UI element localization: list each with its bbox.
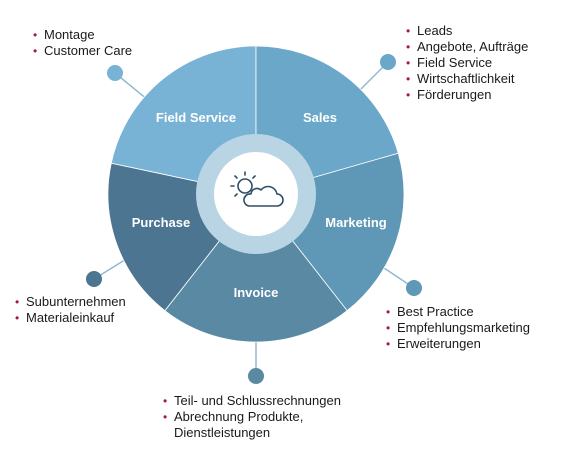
sales-dot (380, 54, 396, 70)
sales-list: Leads Angebote, Aufträge Field Service W… (406, 23, 528, 103)
invoice-label: Invoice (234, 285, 279, 300)
list-item: Angebote, Aufträge (406, 39, 528, 55)
list-item: Empfehlungsmarketing (386, 320, 530, 336)
marketing-label: Marketing (325, 215, 386, 230)
marketing-list: Best Practice Empfehlungsmarketing Erwei… (386, 304, 530, 352)
invoice-segment (164, 193, 348, 343)
list-item: Erweiterungen (386, 336, 530, 352)
list-item: Field Service (406, 55, 528, 71)
list-item: Subunternehmen (15, 294, 126, 310)
invoice-list: Teil- und Schlussrechnungen Abrechnung P… (163, 393, 341, 441)
list-item: Leads (406, 23, 528, 39)
list-item: Förderungen (406, 87, 528, 103)
invoice-dot (248, 368, 264, 384)
list-item: Teil- und Schlussrechnungen (163, 393, 341, 409)
list-item: Montage (33, 27, 132, 43)
purchase-label: Purchase (132, 215, 191, 230)
sales-label: Sales (303, 110, 337, 125)
list-item: Customer Care (33, 43, 132, 59)
field-service-list: Montage Customer Care (33, 27, 132, 59)
list-item: Abrechnung Produkte, (163, 409, 341, 425)
field-service-dot (107, 65, 123, 81)
purchase-dot (86, 271, 102, 287)
list-item: Best Practice (386, 304, 530, 320)
list-item list-continuation: Dienstleistungen (174, 425, 271, 440)
sun-cloud-icon (230, 171, 284, 207)
field-service-label: Field Service (156, 110, 236, 125)
list-item: Materialeinkauf (15, 310, 126, 326)
list-item: Wirtschaftlichkeit (406, 71, 528, 87)
marketing-dot (406, 280, 422, 296)
purchase-list: Subunternehmen Materialeinkauf (15, 294, 126, 326)
